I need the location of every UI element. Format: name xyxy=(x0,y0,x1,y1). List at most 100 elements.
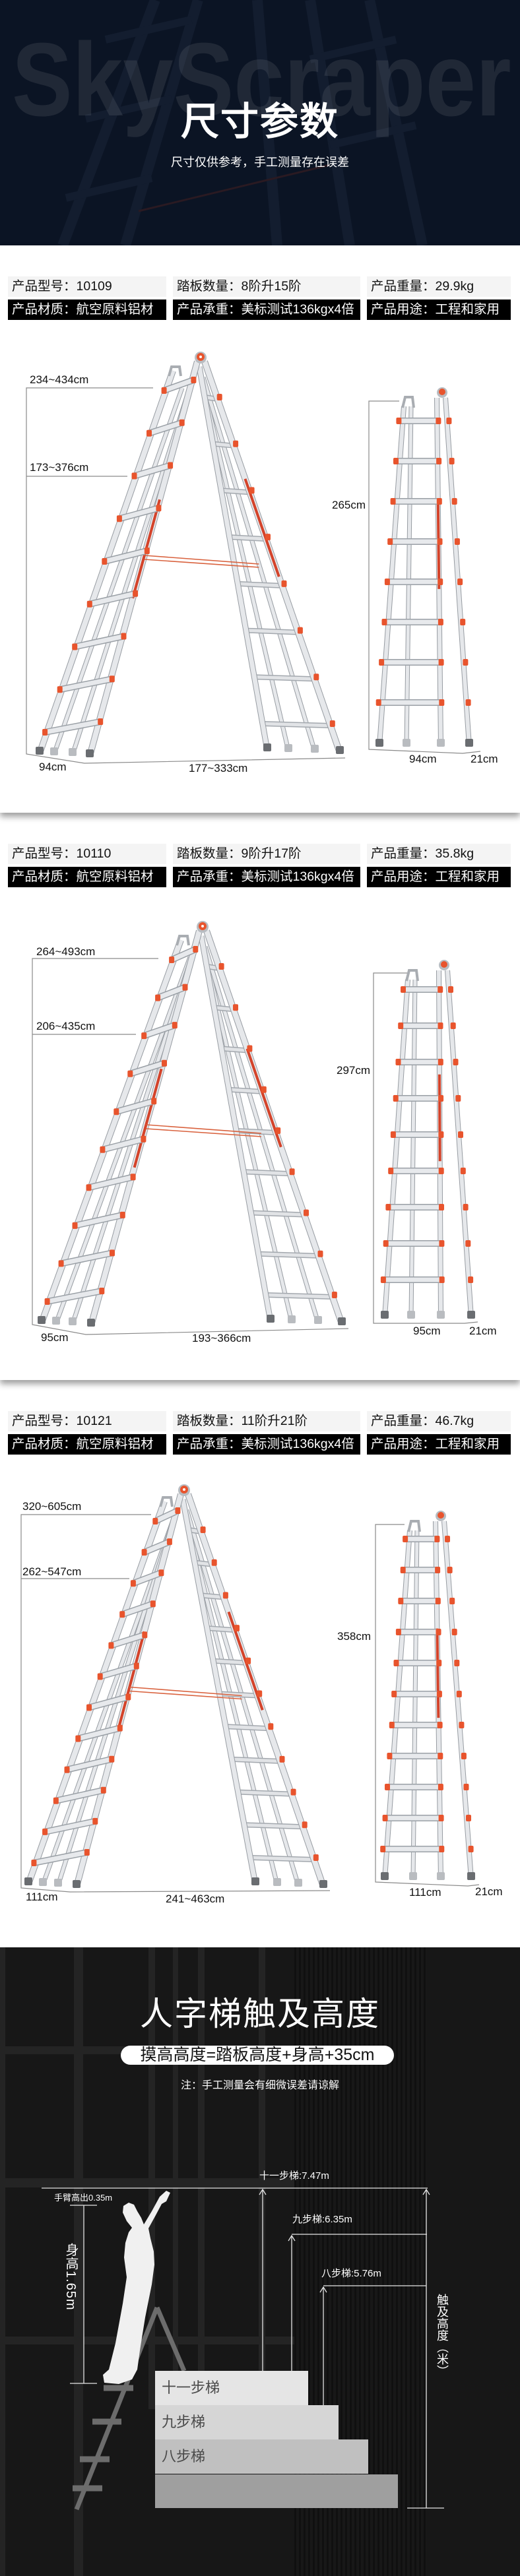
reach-title: 人字梯触及高度 xyxy=(140,1995,380,2032)
dim-folded-height: 297cm xyxy=(337,1064,371,1077)
brand-watermark: SkyScraper xyxy=(12,22,511,138)
spec-material: 产品材质：航空原料铝材 xyxy=(8,867,166,887)
spec-value: 航空原料铝材 xyxy=(76,302,154,317)
spec-value: 10121 xyxy=(76,1414,112,1428)
dim-folded-height: 265cm xyxy=(332,499,366,511)
reach-note: 注：手工测量会有细微误差请谅解 xyxy=(180,2080,339,2091)
dim-a-frame-height: 206~435cm xyxy=(36,1020,96,1032)
dim-max-height: 320~605cm xyxy=(22,1500,82,1513)
dim-max-height: 234~434cm xyxy=(30,373,89,386)
ladder-watermark-graphic xyxy=(57,0,428,245)
spec-label: 产品材质： xyxy=(12,1437,77,1451)
dim-a-frame-height: 262~547cm xyxy=(22,1565,82,1578)
stepladder-icon xyxy=(73,2306,187,2511)
dim-a-frame-spread: 177~333cm xyxy=(189,762,248,774)
spec-model: 产品型号：10121 xyxy=(8,1411,166,1431)
spec-material: 产品材质：航空原料铝材 xyxy=(8,299,166,320)
spec-steps: 踏板数量：11阶升21阶 xyxy=(173,1411,360,1431)
spec-label: 产品重量： xyxy=(371,1414,436,1428)
product-section-2: 产品型号：10110 踏板数量：9阶升17阶 产品重量：35.8kg 产品材质：… xyxy=(0,813,520,1380)
spec-value: 航空原料铝材 xyxy=(76,869,154,884)
spec-label: 踏板数量： xyxy=(177,279,242,294)
spec-weight: 产品重量：46.7kg xyxy=(367,1411,511,1431)
dim-folded-width: 94cm xyxy=(409,753,437,765)
spec-value: 10110 xyxy=(76,846,112,861)
spec-value: 工程和家用 xyxy=(435,302,500,317)
a-frame-ladder-image xyxy=(38,921,346,1327)
dim-a-frame-height: 173~376cm xyxy=(30,461,89,474)
spec-label: 产品材质： xyxy=(12,869,77,884)
spec-label: 产品型号： xyxy=(12,1414,77,1428)
window-frame-decoration xyxy=(0,2337,294,2344)
dim-folded-width: 95cm xyxy=(413,1325,441,1337)
window-frame-decoration xyxy=(74,1947,83,2576)
spec-usage: 产品用途：工程和家用 xyxy=(367,1434,511,1455)
spec-label: 产品用途： xyxy=(371,1437,436,1451)
step-block-8: 八步梯 xyxy=(155,2439,368,2474)
dim-base-depth: 95cm xyxy=(41,1331,69,1344)
folded-ladder-image xyxy=(375,387,473,747)
step-block-base xyxy=(155,2474,398,2508)
spec-value: 8阶升15阶 xyxy=(241,279,302,294)
dim-base-depth: 111cm xyxy=(26,1891,58,1903)
dim-folded-depth: 21cm xyxy=(475,1885,503,1898)
folded-ladder-image xyxy=(380,960,475,1319)
spec-weight: 产品重量：29.9kg xyxy=(367,276,511,297)
page-title: 尺寸参数 xyxy=(180,100,339,143)
dim-folded-height: 358cm xyxy=(337,1630,372,1643)
dim-base-depth: 94cm xyxy=(39,761,67,773)
a-frame-ladder-image xyxy=(36,352,344,757)
level-label-8-step: 八步梯:5.76m xyxy=(321,2268,381,2279)
product-section-1: 产品型号：10109 踏板数量：8阶升15阶 产品重量：29.9kg 产品材质：… xyxy=(0,245,520,813)
spec-value: 工程和家用 xyxy=(435,869,500,884)
dim-a-frame-spread: 193~366cm xyxy=(192,1332,251,1344)
folded-ladder-image xyxy=(380,1511,475,1880)
spec-label: 产品用途： xyxy=(371,302,436,317)
spec-value: 29.9kg xyxy=(435,279,474,294)
spec-label: 踏板数量： xyxy=(177,846,242,861)
spec-label: 产品重量： xyxy=(371,279,436,294)
spec-model: 产品型号：10110 xyxy=(8,844,166,864)
spec-steps: 踏板数量：8阶升15阶 xyxy=(173,276,360,297)
product-section-3: 产品型号：10121 踏板数量：11阶升21阶 产品重量：46.7kg 产品材质… xyxy=(0,1380,520,1947)
spec-label: 踏板数量： xyxy=(177,1414,242,1428)
spec-label: 产品用途： xyxy=(371,869,436,884)
spec-value: 11阶升21阶 xyxy=(241,1414,308,1428)
spec-value: 美标测试136kgx4倍 xyxy=(241,302,354,317)
spec-usage: 产品用途：工程和家用 xyxy=(367,867,511,887)
step-block-9: 九步梯 xyxy=(155,2405,339,2439)
spec-label: 产品材质： xyxy=(12,302,77,317)
arm-reach-label: 手臂高出0.35m xyxy=(54,2193,113,2203)
dim-folded-depth: 21cm xyxy=(471,753,498,765)
spec-value: 航空原料铝材 xyxy=(76,1437,154,1451)
step-block-11: 十一步梯 xyxy=(155,2371,308,2405)
window-frame-decoration xyxy=(0,1947,5,2576)
spec-label: 产品承重： xyxy=(177,302,242,317)
spec-value: 46.7kg xyxy=(435,1414,474,1428)
reach-axis-label: 触及高度（米） xyxy=(436,2294,449,2377)
spec-load: 产品承重：美标测试136kgx4倍 xyxy=(173,1434,360,1455)
spec-label: 产品承重： xyxy=(177,1437,242,1451)
spec-model: 产品型号：10109 xyxy=(8,276,166,297)
spec-value: 9阶升17阶 xyxy=(241,846,302,861)
dim-max-height: 264~493cm xyxy=(36,945,96,958)
spec-label: 产品重量： xyxy=(371,846,436,861)
reach-height-section: 人字梯触及高度 摸高高度=踏板高度+身高+35cm 注：手工测量会有细微误差请谅… xyxy=(0,1947,520,2576)
measurement-lines xyxy=(42,2187,444,2509)
a-frame-ladder-image xyxy=(24,1484,327,1888)
spec-label: 产品型号： xyxy=(12,846,77,861)
spec-value: 10109 xyxy=(76,279,112,294)
level-label-9-step: 九步梯:6.35m xyxy=(292,2214,352,2225)
spec-load: 产品承重：美标测试136kgx4倍 xyxy=(173,299,360,320)
spec-label: 产品承重： xyxy=(177,869,242,884)
dim-a-frame-spread: 241~463cm xyxy=(166,1893,225,1905)
spec-load: 产品承重：美标测试136kgx4倍 xyxy=(173,867,360,887)
dim-folded-depth: 21cm xyxy=(469,1325,497,1337)
dimension-lines xyxy=(26,387,481,764)
spec-value: 美标测试136kgx4倍 xyxy=(241,1437,354,1451)
spec-value: 美标测试136kgx4倍 xyxy=(241,869,354,884)
body-height-label: 身高1.65m xyxy=(63,2243,78,2311)
dimension-lines xyxy=(20,1514,480,1893)
spec-label: 产品型号： xyxy=(12,279,77,294)
dimension-lines xyxy=(32,958,478,1335)
